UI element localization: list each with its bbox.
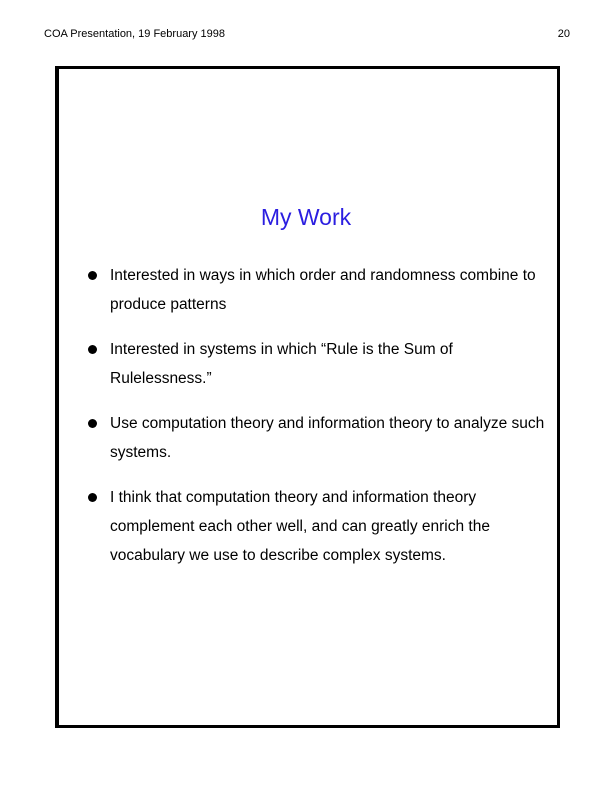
bullet-item: I think that computation theory and info… xyxy=(86,483,546,570)
bullet-item: Interested in ways in which order and ra… xyxy=(86,261,546,319)
bullet-text: Interested in systems in which “Rule is … xyxy=(110,341,453,387)
bullet-text: Interested in ways in which order and ra… xyxy=(110,267,536,313)
slide-frame xyxy=(55,66,560,728)
bullet-dot-icon xyxy=(88,493,97,502)
page-number: 20 xyxy=(557,28,570,40)
bullet-item: Interested in systems in which “Rule is … xyxy=(86,335,546,393)
bullet-text: Use computation theory and information t… xyxy=(110,415,545,461)
bullet-text: I think that computation theory and info… xyxy=(110,489,490,564)
bullet-dot-icon xyxy=(88,345,97,354)
bullet-dot-icon xyxy=(88,419,97,428)
bullet-item: Use computation theory and information t… xyxy=(86,409,546,467)
bullet-list: Interested in ways in which order and ra… xyxy=(86,261,546,586)
header-title: COA Presentation, 19 February 1998 xyxy=(44,28,225,40)
bullet-dot-icon xyxy=(88,271,97,280)
slide-title: My Work xyxy=(260,204,352,230)
